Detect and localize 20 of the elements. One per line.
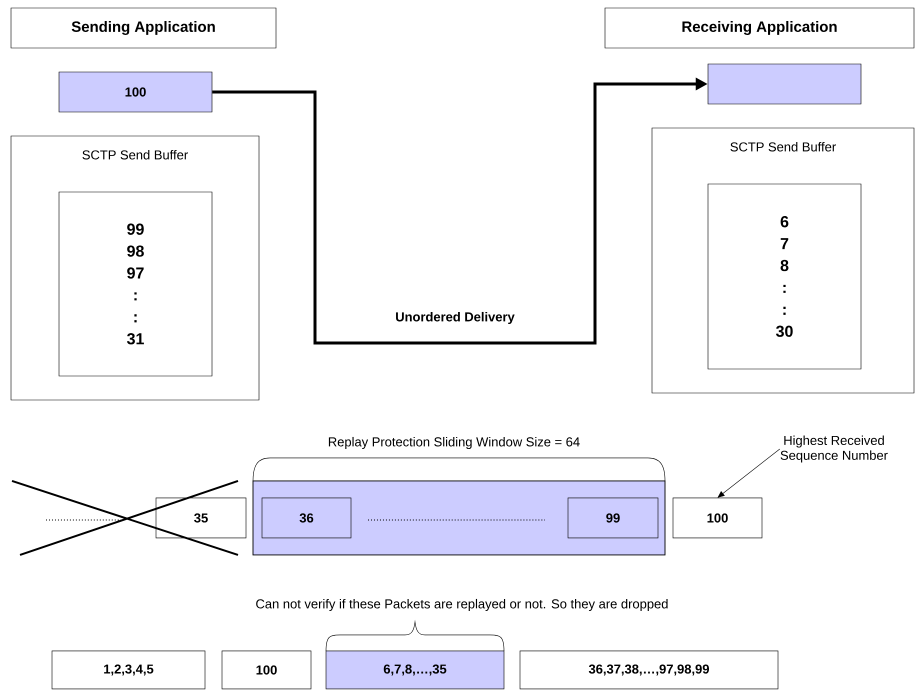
packet-box — [708, 64, 862, 104]
buffer-list-box: 6 7 8 : : 30 — [708, 184, 862, 370]
packet-group-box: 6,7,8,…,35 — [326, 650, 504, 690]
packet-group-box: 100 — [222, 650, 312, 690]
leader-line — [718, 448, 780, 498]
application-box: Sending Application — [10, 8, 276, 48]
packet-box: 100 — [58, 72, 212, 112]
annotation-text: Can not verify if these Packets are replayed or not. So they are dropped — [256, 598, 668, 612]
sequence-box: 100 — [672, 498, 762, 538]
sequence-box: 35 — [156, 498, 246, 538]
annotation-text: Replay Protection Sliding Window Size = 64 — [328, 436, 580, 450]
sequence-box: 99 — [568, 498, 658, 538]
sliding-window-bar — [252, 480, 666, 556]
buffer-list-box: 99 98 97 : : 31 — [58, 192, 212, 376]
packet-group-box: 1,2,3,4,5 — [52, 650, 206, 690]
packet-group-box: 36,37,38,…,97,98,99 — [520, 650, 778, 690]
annotation-text: Highest Received Sequence Number — [780, 435, 888, 462]
edge-label: Unordered Delivery — [394, 310, 516, 326]
application-box: Receiving Application — [604, 8, 914, 48]
sequence-box: 36 — [262, 498, 352, 538]
